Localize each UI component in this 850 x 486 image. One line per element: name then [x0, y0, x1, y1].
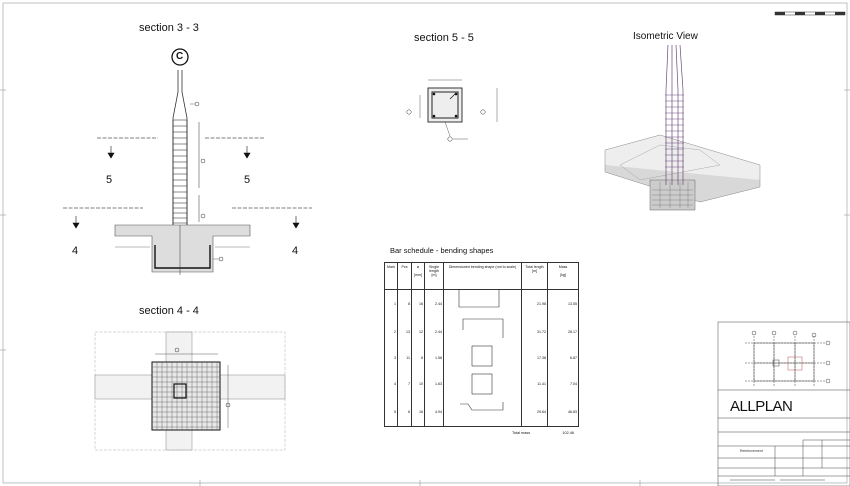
frame-ticks	[0, 89, 850, 486]
cut-label-4-left: 4	[72, 245, 79, 257]
cell-shape	[443, 344, 522, 372]
cut-label-5-right: 5	[244, 174, 251, 186]
cut-label-4-right: 4	[292, 245, 299, 257]
cell-single: 1.58	[424, 344, 444, 372]
header-mark: Mark	[384, 262, 398, 290]
total-mass-value: 102.46	[562, 431, 574, 435]
header-shape: Dimensioned bending shape (not to scale)	[443, 262, 522, 290]
cut-arrows	[72, 146, 300, 229]
header-total-length: Total length[m]	[521, 262, 548, 290]
section-3-3-drawing	[63, 48, 312, 275]
isometric-view-title: Isometric View	[633, 31, 698, 42]
axis-marker-label: C	[176, 51, 184, 62]
section-4-4-drawing	[94, 331, 286, 451]
cell-shape	[443, 289, 522, 319]
header-single-length: Single length[m]	[424, 262, 444, 290]
allplan-logo: ALLPLAN	[730, 398, 793, 415]
cell-single: 1.63	[424, 371, 444, 398]
cell-mark: 3	[384, 344, 398, 372]
bar-schedule-table: Mark Pcs ø[mm] Single length[m] Dimensio…	[384, 262, 579, 427]
cell-mark: 4	[384, 371, 398, 398]
cell-pcs: 7	[397, 371, 412, 398]
cell-pcs: 8	[397, 289, 412, 319]
cell-mass: 46.83	[547, 397, 579, 427]
cell-total: 17.38	[521, 344, 548, 372]
cell-dia: 10	[411, 371, 425, 398]
section-4-4-title: section 4 - 4	[139, 305, 199, 317]
cell-dia: 16	[411, 289, 425, 319]
cell-mark: 1	[384, 289, 398, 319]
header-mass: Mass[kg]	[547, 262, 579, 290]
bar-schedule-title: Bar schedule - bending shapes	[390, 246, 494, 255]
cell-single: 4.94	[424, 397, 444, 427]
cell-mass: 7.04	[547, 371, 579, 398]
cell-pcs: 6	[397, 397, 412, 427]
cell-shape	[443, 397, 522, 427]
scale-bar	[774, 11, 846, 16]
cell-pcs: 11	[397, 344, 412, 372]
cut-label-5-left: 5	[106, 174, 113, 186]
section-5-5-title: section 5 - 5	[414, 32, 474, 44]
cell-mark: 5	[384, 397, 398, 427]
cell-dia: 8	[411, 344, 425, 372]
section-5-5-drawing	[406, 79, 498, 142]
cell-dia: 16	[411, 397, 425, 427]
cell-dia: 12	[411, 318, 425, 345]
header-pcs: Pcs	[397, 262, 412, 290]
total-mass-label: Total mass	[512, 431, 531, 435]
cell-single: 2.44	[424, 289, 444, 319]
cell-single: 2.44	[424, 318, 444, 345]
section-3-3-title: section 3 - 3	[139, 22, 199, 34]
cell-total: 31.72	[521, 318, 548, 345]
drawing-name: Reinforcement	[740, 449, 763, 453]
cell-mass: 6.87	[547, 344, 579, 372]
cell-mass: 28.17	[547, 318, 579, 345]
cell-total: 11.41	[521, 371, 548, 398]
total-mass-row: Total mass 102.46	[512, 431, 578, 435]
isometric-drawing	[604, 44, 761, 211]
cell-shape	[443, 371, 522, 398]
cell-pcs: 13	[397, 318, 412, 345]
cell-shape	[443, 318, 522, 345]
title-block	[717, 321, 850, 486]
axis-marker-circle	[171, 48, 189, 66]
table-header-row: Mark Pcs ø[mm] Single length[m] Dimensio…	[384, 262, 579, 290]
cell-mass: 13.55	[547, 289, 579, 319]
cell-mark: 2	[384, 318, 398, 345]
cell-total: 21.98	[521, 289, 548, 319]
cell-total: 29.64	[521, 397, 548, 427]
header-diameter: ø[mm]	[411, 262, 425, 290]
